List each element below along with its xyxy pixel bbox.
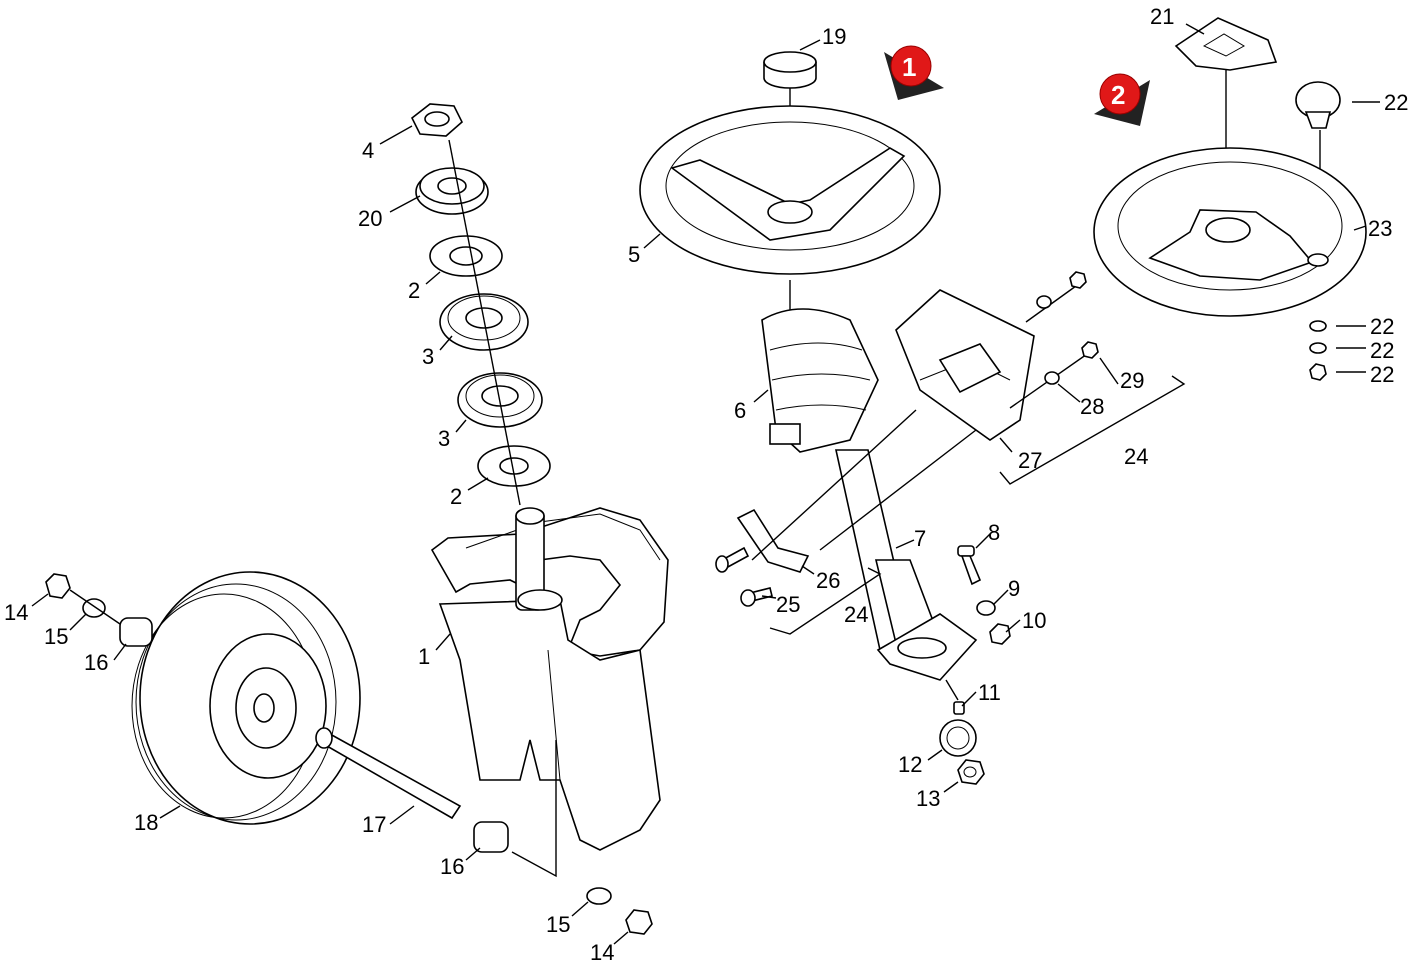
part-bolt-8 bbox=[957, 545, 982, 586]
label-15-right: 15 bbox=[546, 912, 570, 937]
part-bolt-25 bbox=[740, 587, 773, 607]
part-spacer-16-left bbox=[119, 617, 153, 647]
callout-labels: 4 20 2 3 3 2 1 5 6 19 21 22 23 22 22 22 … bbox=[4, 4, 1408, 965]
bracket-axis-line-2 bbox=[819, 429, 977, 551]
label-8: 8 bbox=[988, 520, 1000, 545]
label-3-top: 3 bbox=[422, 344, 434, 369]
label-14-left: 14 bbox=[4, 600, 28, 625]
gear-axis-line bbox=[945, 679, 959, 701]
part-washer-2-bottom bbox=[477, 445, 551, 487]
part-washer-22b bbox=[1309, 342, 1327, 354]
part-washer-28 bbox=[1044, 371, 1060, 385]
part-nut-10 bbox=[989, 623, 1011, 645]
part-cap-19 bbox=[763, 51, 817, 89]
part-emblem-21 bbox=[1174, 17, 1278, 71]
part-nut-4 bbox=[410, 103, 463, 137]
part-gear-12 bbox=[939, 719, 977, 757]
part-steering-wheel-23 bbox=[1093, 147, 1367, 317]
label-15-left: 15 bbox=[44, 624, 68, 649]
label-24-top: 24 bbox=[1124, 444, 1148, 469]
part-boot-6 bbox=[761, 308, 879, 453]
label-17: 17 bbox=[362, 812, 386, 837]
label-7: 7 bbox=[914, 526, 926, 551]
label-18: 18 bbox=[134, 810, 158, 835]
part-wheel-18 bbox=[131, 571, 361, 825]
label-3-bottom: 3 bbox=[438, 426, 450, 451]
part-bracket-27 bbox=[895, 289, 1035, 441]
label-28: 28 bbox=[1080, 394, 1104, 419]
part-seal-20 bbox=[415, 167, 489, 215]
part-nut-22c bbox=[1309, 363, 1327, 381]
label-29: 29 bbox=[1120, 368, 1144, 393]
part-steering-wheel-5 bbox=[639, 105, 941, 275]
label-20: 20 bbox=[358, 206, 382, 231]
part-washer-9 bbox=[976, 600, 996, 616]
label-24-bottom: 24 bbox=[844, 602, 868, 627]
part-nut-14-right bbox=[625, 909, 653, 935]
part-column-7 bbox=[835, 449, 978, 681]
part-bearing-3-bottom bbox=[457, 372, 543, 428]
bracket-axis-line-1 bbox=[751, 409, 917, 561]
part-bolt-26b bbox=[715, 546, 750, 573]
marker-2-number: 2 bbox=[1111, 80, 1125, 110]
label-11: 11 bbox=[978, 680, 1001, 705]
group-bracket-24-bottom bbox=[769, 567, 882, 635]
label-27: 27 bbox=[1018, 448, 1042, 473]
part-washer-15-left bbox=[82, 598, 106, 618]
label-13: 13 bbox=[916, 786, 940, 811]
part-fork-1 bbox=[430, 507, 669, 851]
leader-lines bbox=[31, 23, 1380, 945]
center-axis-line bbox=[448, 139, 521, 506]
label-19: 19 bbox=[822, 24, 846, 49]
label-1: 1 bbox=[418, 644, 430, 669]
part-nut-13 bbox=[957, 759, 985, 785]
part-knob-22 bbox=[1295, 81, 1341, 129]
label-10: 10 bbox=[1022, 608, 1046, 633]
part-washer-22a bbox=[1309, 320, 1327, 332]
wheel-axis-line bbox=[511, 740, 557, 878]
part-nut-top-bracket bbox=[1069, 271, 1087, 289]
label-6: 6 bbox=[734, 398, 746, 423]
label-21: 21 bbox=[1150, 4, 1174, 29]
label-5: 5 bbox=[628, 242, 640, 267]
label-23: 23 bbox=[1368, 216, 1392, 241]
label-2-bottom: 2 bbox=[450, 484, 462, 509]
part-washer-2-top bbox=[429, 235, 503, 277]
part-axle-17 bbox=[315, 727, 462, 820]
label-16-right: 16 bbox=[440, 854, 464, 879]
label-22-washer-b: 22 bbox=[1370, 338, 1394, 363]
label-12: 12 bbox=[898, 752, 922, 777]
view-marker-2: 2 bbox=[1094, 73, 1150, 126]
label-22-knob: 22 bbox=[1384, 90, 1408, 115]
label-16-left: 16 bbox=[84, 650, 108, 675]
label-22-washer-a: 22 bbox=[1370, 314, 1394, 339]
marker-1-number: 1 bbox=[902, 52, 916, 82]
part-washer-top-bracket bbox=[1036, 295, 1052, 309]
group-bracket-24-top bbox=[999, 375, 1186, 485]
label-22-nut: 22 bbox=[1370, 362, 1394, 387]
part-washer-15-right bbox=[586, 887, 612, 905]
part-key-11 bbox=[953, 701, 965, 715]
part-nut-29 bbox=[1081, 341, 1099, 359]
view-marker-1: 1 bbox=[884, 45, 944, 100]
label-25: 25 bbox=[776, 592, 800, 617]
left-axis-line bbox=[69, 589, 121, 625]
part-nut-14-left bbox=[45, 573, 71, 599]
label-4: 4 bbox=[362, 138, 374, 163]
label-26: 26 bbox=[816, 568, 840, 593]
label-2-top: 2 bbox=[408, 278, 420, 303]
label-14-right: 14 bbox=[590, 940, 614, 965]
label-9: 9 bbox=[1008, 576, 1020, 601]
part-spacer-16-right bbox=[473, 821, 509, 853]
